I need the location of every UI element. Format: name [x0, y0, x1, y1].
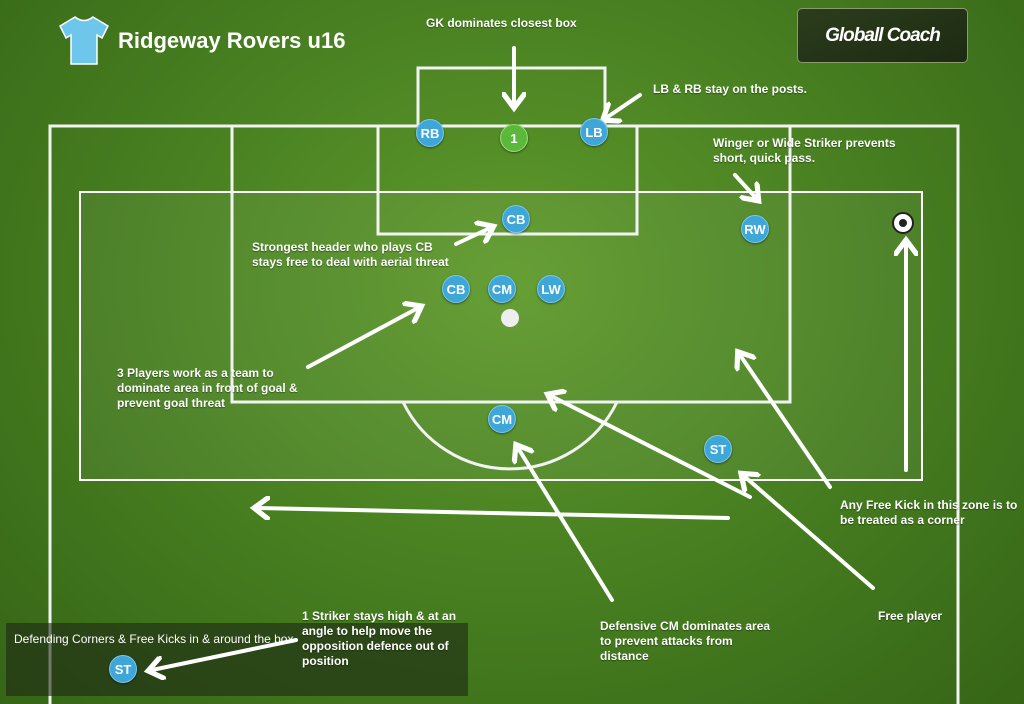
arrow: [744, 476, 875, 590]
penalty-spot: [501, 309, 519, 327]
player-cb[interactable]: CB: [502, 205, 530, 233]
note-winger: Winger or Wide Striker prevents short, q…: [713, 136, 896, 165]
player-rw[interactable]: RW: [741, 215, 769, 243]
goal: [416, 66, 607, 126]
penalty-arc: [401, 401, 619, 471]
player-cm[interactable]: CM: [488, 275, 516, 303]
player-cm[interactable]: CM: [488, 405, 516, 433]
globall-coach-logo[interactable]: Globall Coach: [797, 8, 968, 63]
arrow: [606, 93, 642, 118]
note-fullbacks: LB & RB stay on the posts.: [653, 82, 808, 96]
arrow: [551, 396, 752, 499]
note-dcm: Defensive CM dominates area to prevent a…: [600, 619, 771, 663]
player-gk[interactable]: 1: [500, 124, 528, 152]
player-lw[interactable]: LW: [537, 275, 565, 303]
player-st[interactable]: ST: [109, 655, 137, 683]
arrow: [454, 228, 490, 246]
arrow: [740, 355, 832, 489]
caption-text: Defending Corners & Free Kicks in & arou…: [14, 632, 294, 646]
note-gk: GK dominates closest box: [426, 16, 577, 30]
player-lb[interactable]: LB: [580, 118, 608, 146]
note-free: Free player: [878, 609, 943, 623]
team-title: Ridgeway Rovers u16: [118, 28, 346, 53]
arrow: [518, 448, 614, 602]
arrow: [258, 508, 730, 518]
note-zone: Any Free Kick in this zone is to be trea…: [840, 498, 1018, 527]
note-cb: Strongest header who plays CB stays free…: [252, 240, 449, 269]
note-striker: 1 Striker stays high & at an angle to he…: [302, 609, 457, 668]
arrow: [306, 308, 418, 369]
note-three: 3 Players work as a team to dominate are…: [117, 366, 298, 410]
shirt-icon: [59, 16, 109, 65]
player-st[interactable]: ST: [704, 435, 732, 463]
arrow: [733, 173, 756, 198]
player-rb[interactable]: RB: [416, 119, 444, 147]
player-cb[interactable]: CB: [442, 275, 470, 303]
